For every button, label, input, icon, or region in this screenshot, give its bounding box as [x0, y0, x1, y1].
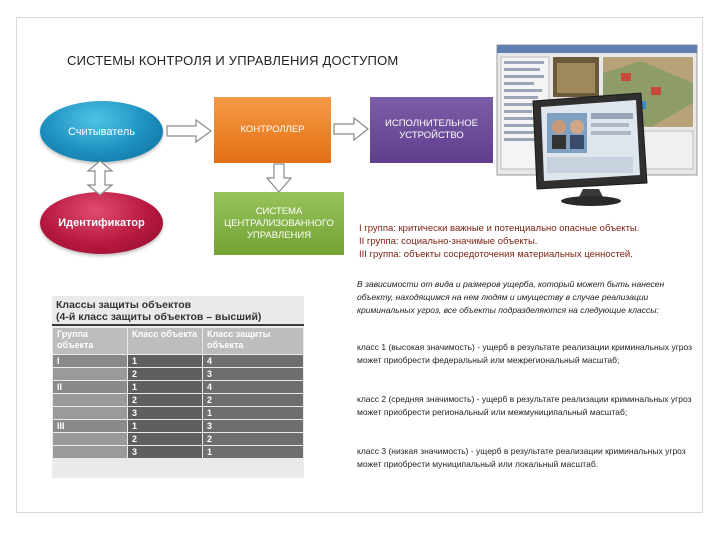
- cell-protection-class: 1: [202, 445, 304, 459]
- table-title-divider: [52, 324, 304, 326]
- down-arrow-icon: [266, 163, 292, 193]
- cell-object-class: 2: [127, 432, 203, 446]
- header-protection-class: Класс защиты объекта: [202, 327, 304, 355]
- cell-group: I: [52, 354, 128, 368]
- cell-protection-class: 2: [202, 393, 304, 407]
- controller-box: КОНТРОЛЛЕР: [214, 97, 331, 163]
- table-title: Классы защиты объектов (4-й класс защиты…: [56, 299, 261, 323]
- cell-group: [52, 432, 128, 446]
- identifier-ellipse: Идентификатор: [40, 192, 163, 254]
- slide-title: СИСТЕМЫ КОНТРОЛЯ И УПРАВЛЕНИЯ ДОСТУПОМ: [67, 53, 399, 68]
- object-groups: I группа: критически важные и потенциаль…: [359, 222, 704, 261]
- cell-group: [52, 406, 128, 420]
- cell-object-class: 1: [127, 419, 203, 433]
- table-row: 2 2: [52, 432, 304, 446]
- table-row: 3 1: [52, 445, 304, 459]
- actuator-label: ИСПОЛНИТЕЛЬНОЕ УСТРОЙСТВО: [385, 118, 478, 141]
- header-group: Группа объекта: [52, 327, 128, 355]
- cell-object-class: 2: [127, 367, 203, 381]
- class-3-paragraph: класс 3 (низкая значимость) - ущерб в ре…: [357, 446, 686, 469]
- table-row: III 1 3: [52, 419, 304, 433]
- table-header-row: Группа объекта Класс объекта Класс защит…: [52, 327, 304, 355]
- cell-object-class: 3: [127, 445, 203, 459]
- cell-protection-class: 2: [202, 432, 304, 446]
- cell-protection-class: 4: [202, 354, 304, 368]
- table-row: 2 3: [52, 367, 304, 381]
- cell-group: II: [52, 380, 128, 394]
- right-arrow-icon: [333, 117, 369, 141]
- intro-paragraph: В зависимости от вида и размеров ущерба,…: [357, 279, 665, 315]
- class-2-paragraph: класс 2 (средняя значимость) - ущерб в р…: [357, 394, 692, 417]
- reader-ellipse: Считыватель: [40, 101, 163, 162]
- cell-group: [52, 367, 128, 381]
- group-3-text: III группа: объекты сосредоточения матер…: [359, 249, 633, 260]
- actuator-box: ИСПОЛНИТЕЛЬНОЕ УСТРОЙСТВО: [370, 97, 493, 163]
- protection-classes-table: Классы защиты объектов (4-й класс защиты…: [52, 296, 304, 478]
- table-row: II 1 4: [52, 380, 304, 394]
- cell-object-class: 1: [127, 380, 203, 394]
- central-system-label: СИСТЕМА ЦЕНТРАЛИЗОВАННОГО УПРАВЛЕНИЯ: [224, 205, 334, 241]
- cell-group: III: [52, 419, 128, 433]
- classes-table: Группа объекта Класс объекта Класс защит…: [52, 327, 304, 459]
- table-title-line-2: (4-й класс защиты объектов – высший): [56, 311, 262, 323]
- identifier-label: Идентификатор: [58, 217, 145, 229]
- group-1-text: I группа: критически важные и потенциаль…: [359, 223, 640, 234]
- cell-protection-class: 4: [202, 380, 304, 394]
- monitor-illustration: [496, 44, 698, 206]
- cell-object-class: 2: [127, 393, 203, 407]
- class-1-paragraph: класс 1 (высокая значимость) - ущерб в р…: [357, 342, 693, 365]
- table-title-line-1: Классы защиты объектов: [56, 299, 192, 311]
- central-system-box: СИСТЕМА ЦЕНТРАЛИЗОВАННОГО УПРАВЛЕНИЯ: [214, 192, 344, 255]
- reader-label: Считыватель: [67, 125, 136, 138]
- table-row: 3 1: [52, 406, 304, 420]
- right-arrow-icon: [166, 119, 212, 143]
- cell-protection-class: 3: [202, 419, 304, 433]
- cell-protection-class: 3: [202, 367, 304, 381]
- table-row: I 1 4: [52, 354, 304, 368]
- cell-protection-class: 1: [202, 406, 304, 420]
- cell-group: [52, 445, 128, 459]
- cell-object-class: 3: [127, 406, 203, 420]
- header-object-class: Класс объекта: [127, 327, 203, 355]
- controller-label: КОНТРОЛЛЕР: [240, 124, 305, 135]
- cell-object-class: 1: [127, 354, 203, 368]
- cell-group: [52, 393, 128, 407]
- table-row: 2 2: [52, 393, 304, 407]
- group-2-text: II группа: социально-значимые объекты.: [359, 236, 538, 247]
- double-vertical-arrow-icon: [86, 160, 114, 196]
